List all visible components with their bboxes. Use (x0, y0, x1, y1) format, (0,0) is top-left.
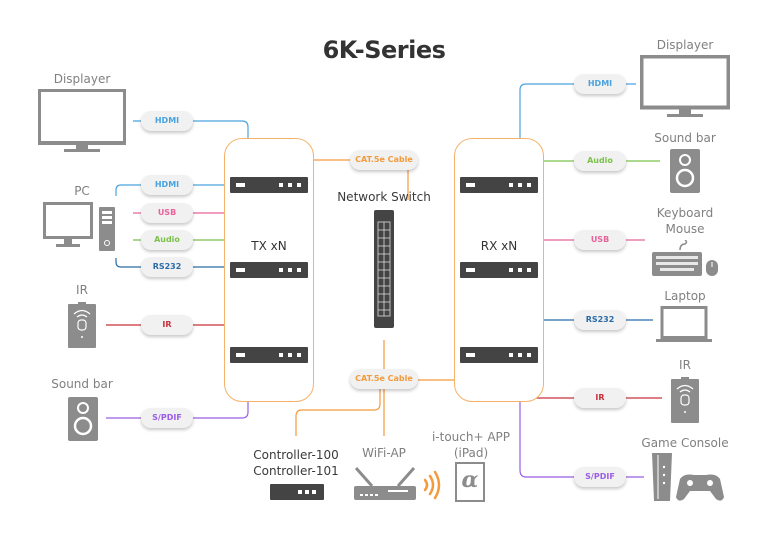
ipad-icon: α (455, 462, 485, 502)
wireless-signal-icon (423, 470, 441, 500)
wifi-ap-label: WiFi-AP (362, 446, 406, 460)
left-ir-label: IR (76, 283, 88, 297)
left-usb-pill: USB (141, 203, 193, 223)
wire-cat-bottom (383, 340, 455, 381)
speaker-icon (670, 149, 700, 193)
network-switch-label: Network Switch (337, 190, 431, 204)
rx-unit (460, 347, 538, 363)
game-console-icon (652, 453, 724, 501)
monitor-icon (38, 89, 126, 152)
tx-unit (230, 177, 308, 193)
tx-unit (230, 262, 308, 278)
left-hdmi-displayer-pill: HDMI (141, 111, 193, 131)
rx-label: RX xN (480, 239, 518, 253)
right-hdmi-pill: HDMI (574, 74, 626, 94)
ir-receiver-icon (68, 302, 96, 348)
left-audio-pill: Audio (141, 230, 193, 250)
speaker-icon (68, 397, 98, 441)
wire-left-spdif (106, 400, 249, 419)
monitor-icon (640, 55, 730, 117)
app-label-1: i-touch+ APP (431, 430, 511, 444)
wire-right-hdmi (519, 83, 636, 140)
controller-label-1: Controller-100 (253, 448, 339, 462)
right-rs232-pill: RS232 (574, 310, 626, 330)
left-spdif-pill: S/PDIF (141, 408, 193, 428)
right-game-console-label: Game Console (641, 436, 729, 450)
rx-unit (460, 262, 538, 278)
network-switch-icon (374, 210, 394, 328)
left-ir-pill: IR (141, 315, 193, 335)
controller-device-icon (270, 484, 324, 500)
right-spdif-pill: S/PDIF (574, 467, 626, 487)
cat-cable-bottom-pill: CAT.5e Cable (350, 369, 418, 389)
tx-unit (230, 347, 308, 363)
right-ir-label: IR (679, 358, 691, 372)
app-label-2: (iPad) (453, 446, 489, 460)
ir-receiver-icon (671, 377, 699, 423)
right-usb-pill: USB (574, 230, 626, 250)
pc-icon (43, 202, 115, 251)
tx-label: TX xN (251, 239, 287, 253)
left-soundbar-label: Sound bar (51, 377, 113, 391)
tx-group: TX xN (224, 138, 314, 402)
app-alpha-glyph: α (461, 467, 479, 493)
wire-cat-controller (295, 388, 381, 436)
controller-label-2: Controller-101 (253, 464, 339, 478)
wifi-router-icon (354, 467, 416, 500)
diagram-title: 6K-Series (322, 36, 446, 64)
keyboard-mouse-icon (652, 240, 718, 276)
wire-left-hdmi-pc (115, 184, 225, 196)
wire-left-hdmi-displayer (133, 120, 249, 140)
right-soundbar-label: Sound bar (654, 131, 716, 145)
cat-cable-top-pill: CAT.5e Cable (350, 150, 418, 170)
wire-right-spdif (519, 400, 644, 478)
right-keyboard-label-2: Mouse (665, 222, 705, 236)
left-pc-label: PC (74, 184, 90, 198)
left-displayer-label: Displayer (53, 72, 111, 86)
right-audio-pill: Audio (574, 151, 626, 171)
right-keyboard-label-1: Keyboard (656, 206, 714, 220)
laptop-icon (656, 306, 712, 342)
right-displayer-label: Displayer (656, 38, 714, 52)
rx-group: RX xN (454, 138, 544, 402)
wire-cat-top (314, 159, 409, 200)
left-hdmi-pc-pill: HDMI (141, 175, 193, 195)
rx-unit (460, 177, 538, 193)
right-ir-pill: IR (574, 388, 626, 408)
wire-left-rs232 (115, 258, 225, 268)
right-laptop-label: Laptop (664, 289, 706, 303)
left-rs232-pill: RS232 (141, 257, 193, 277)
